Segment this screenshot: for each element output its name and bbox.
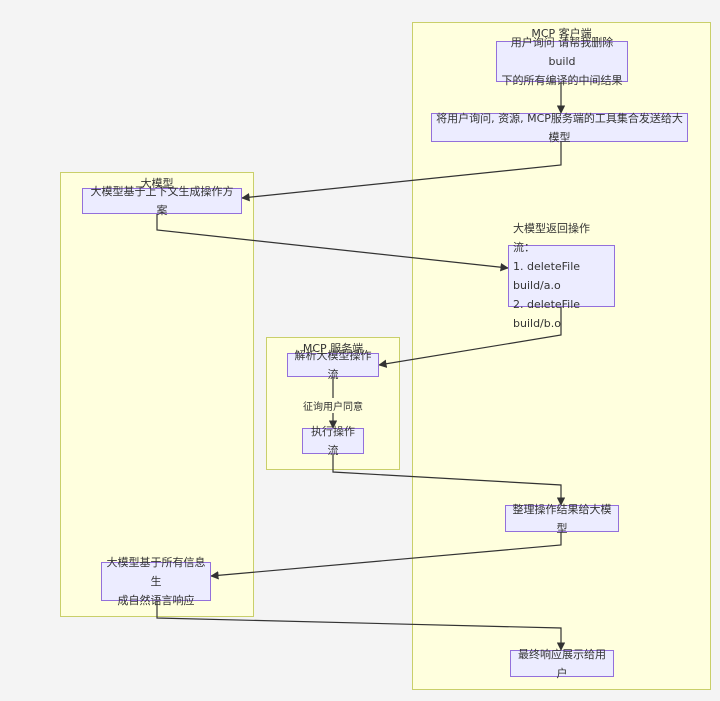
node-user-query: 用户询问 请帮我删除 build 下的所有编译的中间结果 bbox=[496, 36, 628, 87]
edge-label-ask-consent: 征询用户同意 bbox=[301, 398, 365, 413]
node-send-to-model: 将用户询问, 资源, MCP服务端的工具集合发送给大模型 bbox=[431, 112, 688, 144]
node-generate-response-text: 大模型基于所有信息生 成自然语言响应 bbox=[106, 556, 206, 607]
node-send-to-model-text: 将用户询问, 资源, MCP服务端的工具集合发送给大模型 bbox=[436, 111, 683, 144]
node-return-ops-text: 大模型返回操作流： 1. deleteFile build/a.o 2. del… bbox=[513, 222, 590, 330]
node-user-query-text: 用户询问 请帮我删除 build 下的所有编译的中间结果 bbox=[501, 36, 623, 87]
node-parse-ops-text: 解析大模型操作流 bbox=[294, 349, 372, 381]
node-execute-ops-text: 执行操作流 bbox=[311, 425, 355, 457]
node-generate-plan: 大模型基于上下文生成操作方案 bbox=[82, 185, 242, 217]
node-return-ops: 大模型返回操作流： 1. deleteFile build/a.o 2. del… bbox=[508, 222, 615, 330]
node-generate-response: 大模型基于所有信息生 成自然语言响应 bbox=[101, 556, 211, 607]
lane-title-server: MCP 服务端 bbox=[302, 342, 364, 355]
node-organize-results: 整理操作结果给大模型 bbox=[505, 503, 619, 535]
node-generate-plan-text: 大模型基于上下文生成操作方案 bbox=[90, 185, 234, 217]
node-parse-ops: 解析大模型操作流 bbox=[287, 349, 379, 381]
node-final-display: 最终响应展示给用户 bbox=[510, 648, 614, 680]
node-final-display-text: 最终响应展示给用户 bbox=[518, 647, 606, 680]
node-execute-ops: 执行操作流 bbox=[302, 425, 364, 457]
lane-title-model: 大模型 bbox=[140, 177, 174, 190]
lane-model: 大模型 bbox=[60, 172, 254, 617]
node-organize-results-text: 整理操作结果给大模型 bbox=[512, 502, 612, 535]
lane-title-client: MCP 客户端 bbox=[531, 27, 592, 40]
